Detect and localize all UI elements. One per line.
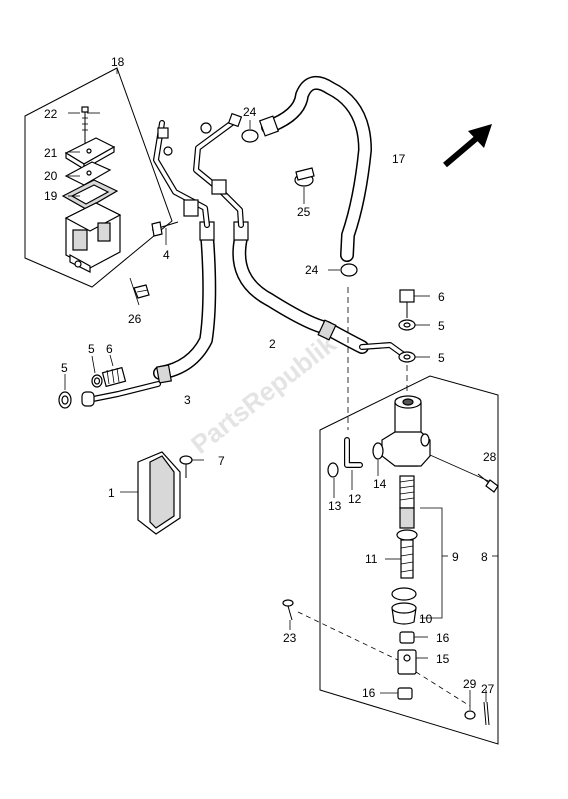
- label-21: 21: [44, 146, 58, 160]
- label-5-left-a: 5: [88, 342, 95, 356]
- reservoir-group-box: [24, 67, 173, 288]
- label-24-lower: 24: [305, 263, 319, 277]
- label-5-right-a: 5: [438, 319, 445, 333]
- hose-clip: [294, 167, 315, 204]
- snap-ring-boot: [391, 587, 417, 625]
- washer-29: [464, 690, 476, 720]
- label-20: 20: [44, 169, 58, 183]
- label-8: 8: [481, 550, 488, 564]
- o-ring-14: [372, 442, 384, 476]
- guard-screw: [179, 455, 204, 478]
- front-direction-arrow-icon: [443, 124, 492, 168]
- label-29: 29: [463, 677, 477, 691]
- upper-right-fittings: [398, 289, 430, 363]
- union-bolt-4: [151, 221, 179, 245]
- body-mount-bolt: [477, 473, 499, 493]
- hose-clamp-top: [241, 120, 259, 143]
- nut-16-upper: [399, 631, 428, 644]
- hose-3: [153, 221, 217, 384]
- label-28: 28: [483, 450, 497, 464]
- label-24-top: 24: [243, 105, 257, 119]
- hose-clamp-lower: [328, 263, 358, 277]
- left-fittings: [58, 354, 127, 409]
- label-15: 15: [436, 652, 450, 666]
- label-1: 1: [108, 486, 115, 500]
- master-cylinder-group-box: [319, 375, 499, 745]
- reservoir-plate: [64, 161, 112, 186]
- cotter-pin: [483, 690, 490, 726]
- clevis: [397, 649, 428, 675]
- label-26: 26: [128, 312, 142, 326]
- label-22: 22: [44, 107, 58, 121]
- label-5-left-b: 5: [61, 361, 68, 375]
- label-25: 25: [297, 205, 311, 219]
- label-13: 13: [328, 499, 342, 513]
- label-23: 23: [283, 631, 297, 645]
- circlip-13: [327, 462, 339, 498]
- label-16-lower: 16: [362, 686, 376, 700]
- nut-16-lower: [380, 687, 413, 700]
- brake-pipes: [81, 112, 411, 407]
- hose-17: [258, 75, 372, 262]
- reservoir-body: [64, 202, 122, 273]
- label-5-right-b: 5: [438, 351, 445, 365]
- elbow-fitting: [344, 437, 363, 490]
- label-6-left: 6: [106, 342, 113, 356]
- label-7: 7: [218, 454, 225, 468]
- label-18: 18: [111, 55, 125, 69]
- label-14: 14: [373, 477, 387, 491]
- clevis-pin: [282, 599, 471, 707]
- label-4: 4: [163, 248, 170, 262]
- reservoir-mount-bolt: [129, 277, 150, 306]
- label-12: 12: [348, 492, 362, 506]
- label-10: 10: [419, 612, 433, 626]
- label-11: 11: [365, 552, 378, 566]
- piston-spring-set: [385, 475, 418, 579]
- label-17: 17: [392, 152, 406, 166]
- label-6-right: 6: [438, 290, 445, 304]
- master-cylinder-body: [381, 395, 494, 484]
- label-27: 27: [481, 682, 495, 696]
- reservoir-diaphragm: [61, 179, 119, 210]
- label-3: 3: [184, 393, 191, 407]
- part-number-labels: 18 22 21 20 19 26 24 17 25 24 4 6 5 2 5 …: [44, 55, 497, 700]
- label-19: 19: [44, 189, 58, 203]
- label-16-upper: 16: [436, 631, 450, 645]
- rear-master-cylinder-guard: [120, 451, 181, 535]
- label-2: 2: [269, 337, 276, 351]
- label-9: 9: [452, 550, 459, 564]
